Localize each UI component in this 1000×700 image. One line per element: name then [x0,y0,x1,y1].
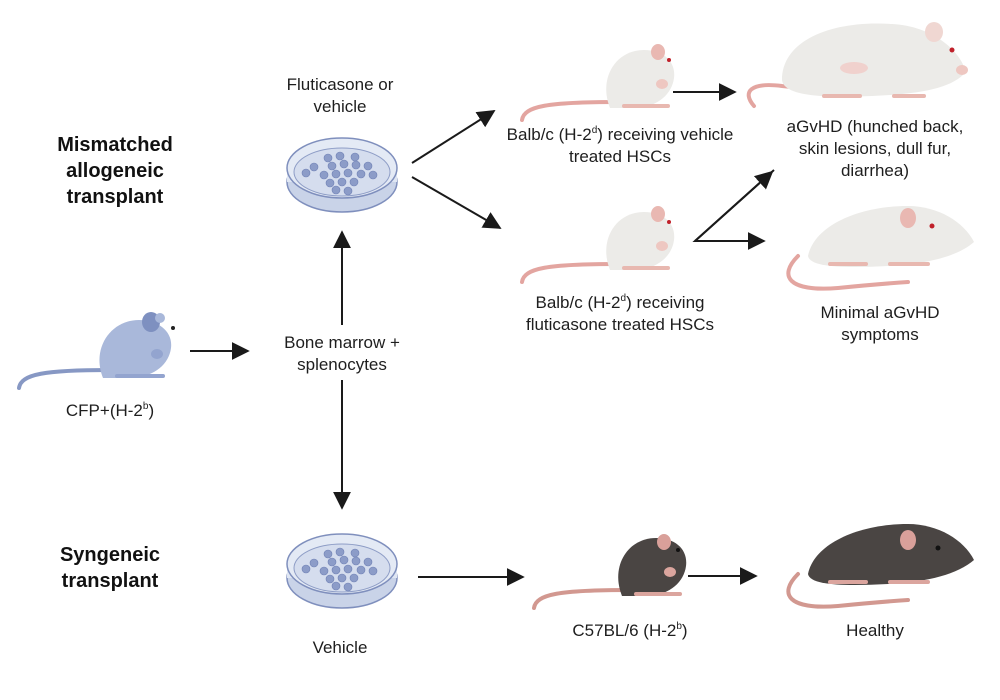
label-sup: b [676,621,682,632]
recipient-fluticasone-label: Balb/c (H-2d) receiving fluticasone trea… [505,292,735,336]
arrow-dish-to-vehicle-recipient [411,110,496,164]
label-pre: Balb/c (H-2 [535,293,621,312]
label-sup: d [591,125,598,136]
white-mouse-icon [520,44,675,122]
treatment-label-top: Fluticasone or vehicle [286,75,394,116]
label-sup: d [620,293,627,304]
white-mouse-icon [786,206,974,291]
white-mouse-icon [746,22,968,108]
petri-dish-icon [286,533,398,609]
label-pre: C57BL/6 (H-2 [572,621,677,640]
black-mouse-icon [786,524,974,609]
donor-label: CFP+(H-2b) [40,400,180,422]
arrow-fluticasone-to-agvhd [694,170,774,242]
label-post: ) [681,621,688,640]
white-mouse-icon [520,206,675,284]
treatment-label-bottom: Vehicle [312,638,368,657]
blue-mouse-icon [17,312,175,390]
label-post: ) receiving fluticasone treated HSCs [525,293,715,334]
outcome-minimal-label: Minimal aGvHD symptoms [820,303,940,344]
label-pre: Balb/c (H-2 [506,125,592,144]
donor-label-close: ) [148,401,155,420]
donor-label-sup: b [142,401,149,412]
cells-label: Bone marrow + splenocytes [284,333,400,374]
outcome-healthy-label: Healthy [846,621,904,640]
label-post: ) receiving vehicle treated HSCs [568,125,734,166]
arrow-dish-to-fluticasone-recipient [411,176,502,229]
group-label-mismatched: Mismatched allogeneic transplant [57,134,173,208]
recipient-syngeneic-label: C57BL/6 (H-2b) [545,620,715,642]
petri-dish-icon [286,137,398,213]
group-label-syngeneic: Syngeneic transplant [59,544,161,592]
outcome-agvhd-label: aGvHD (hunched back, skin lesions, dull … [786,117,964,180]
recipient-vehicle-label: Balb/c (H-2d) receiving vehicle treated … [505,124,735,168]
donor-label-text: CFP+(H-2 [65,401,143,420]
black-mouse-icon [532,534,687,610]
